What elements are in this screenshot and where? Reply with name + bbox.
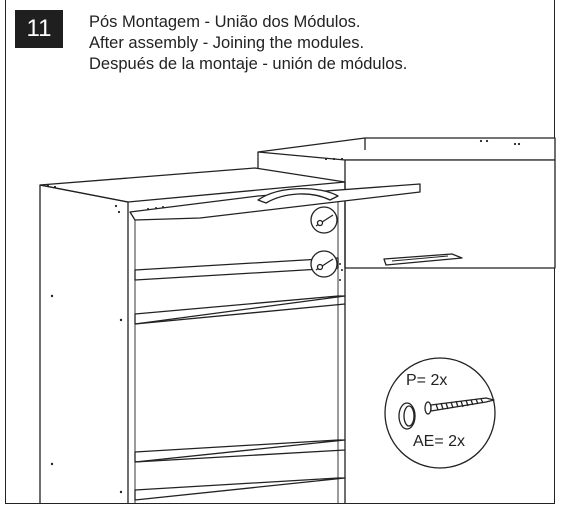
screw-callout-bottom [310, 250, 338, 278]
top-panel [129, 183, 421, 221]
step-number-badge: 11 [15, 10, 63, 48]
wall-cabinet [257, 137, 556, 269]
instruction-es: Después de la montaje - unión de módulos… [89, 55, 408, 73]
tall-cabinet [39, 167, 346, 504]
parts-detail [384, 357, 496, 469]
cap-quantity-label: AE= 2x [413, 433, 466, 450]
instruction-en: After assembly - Joining the modules. [89, 34, 365, 52]
screw-icon [424, 397, 495, 415]
screw-callout-top [310, 206, 338, 234]
screw-quantity-label: P= 2x [406, 372, 448, 389]
instructions-text: Pós Montagem - União dos Módulos. After … [89, 12, 407, 75]
instruction-pt: Pós Montagem - União dos Módulos. [89, 13, 361, 31]
cap-icon [398, 402, 416, 430]
